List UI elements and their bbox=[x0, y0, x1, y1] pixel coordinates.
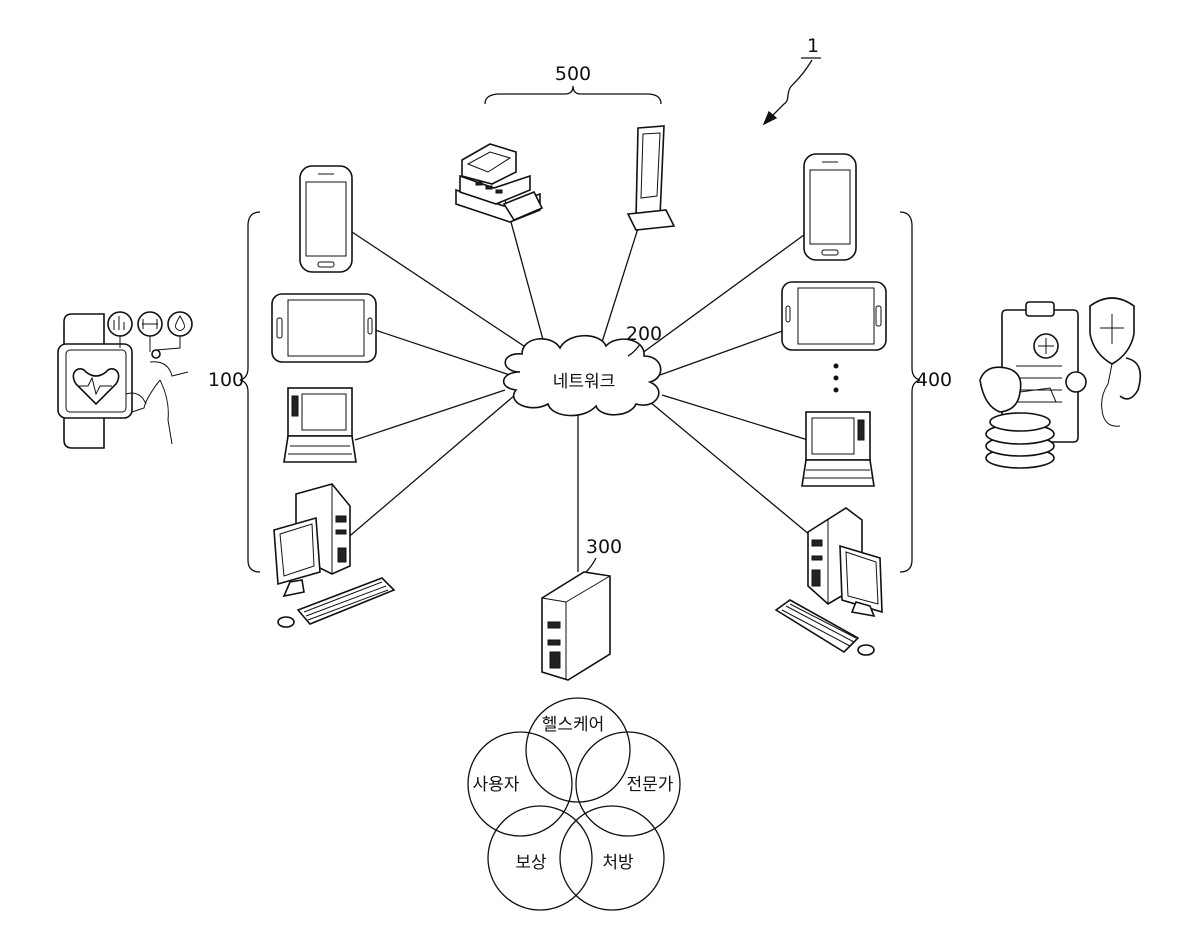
venn-label-prescription: 처방 bbox=[602, 853, 634, 873]
network-label: 네트워크 bbox=[553, 372, 616, 392]
user-desktop-computer-icon bbox=[274, 484, 394, 627]
venn-diagram: 헬스케어 전문가 처방 보상 사용자 bbox=[468, 698, 680, 910]
fitness-smartwatch-illustration bbox=[58, 312, 192, 448]
ref-server-300: 300 bbox=[586, 536, 622, 558]
user-smartphone-icon bbox=[300, 166, 352, 272]
ref-network-200: 200 bbox=[626, 323, 662, 345]
venn-label-healthcare: 헬스케어 bbox=[542, 715, 605, 735]
ref-merchant-500: 500 bbox=[555, 63, 591, 85]
venn-label-reward: 보상 bbox=[515, 853, 547, 873]
expert-smartphone-icon bbox=[804, 154, 856, 260]
venn-label-user: 사용자 bbox=[473, 775, 520, 795]
venn-label-expert: 전문가 bbox=[627, 775, 674, 795]
expert-desktop-computer-icon bbox=[776, 508, 882, 655]
expert-more-devices-dots bbox=[834, 364, 839, 393]
ref-system-1: 1 bbox=[807, 35, 819, 57]
expert-laptop-icon bbox=[802, 412, 874, 486]
kiosk-icon bbox=[628, 126, 674, 230]
user-laptop-icon bbox=[284, 388, 356, 462]
ref-expert-devices-400: 400 bbox=[916, 369, 952, 391]
pos-terminal-icon bbox=[456, 144, 542, 222]
server-tower-icon bbox=[542, 572, 610, 680]
expert-tablet-icon bbox=[782, 282, 886, 350]
ref-user-devices-100: 100 bbox=[208, 369, 244, 391]
medical-doctor-illustration bbox=[980, 298, 1140, 468]
user-tablet-icon bbox=[272, 294, 376, 362]
